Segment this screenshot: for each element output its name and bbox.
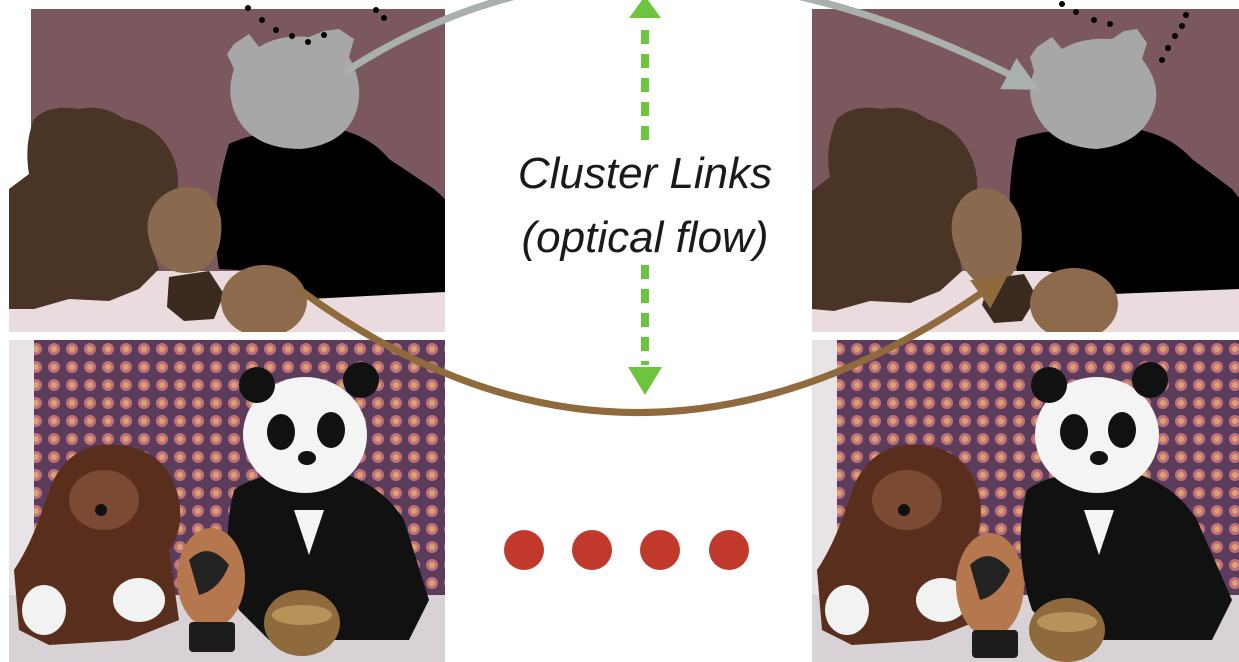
- egg-segment: [951, 188, 1022, 285]
- cluster-links-label: Cluster Links: [517, 149, 773, 198]
- panda-ear-left: [1031, 367, 1067, 403]
- egg-stand: [972, 630, 1018, 658]
- bear-segment: [9, 107, 178, 309]
- photo-right: [812, 340, 1239, 662]
- ball-segment: [221, 265, 307, 332]
- panda-body-segment: [1009, 127, 1239, 294]
- ellipsis-dot: [504, 530, 544, 570]
- photo-frame-left: [9, 340, 445, 662]
- segmentation-frame-left: [9, 9, 445, 332]
- egg-stand: [189, 622, 235, 652]
- optical-flow-label: (optical flow): [521, 213, 769, 262]
- photo-frame-right: [812, 340, 1239, 662]
- green-dashed-arrow-up: [629, 0, 661, 140]
- panda-chest: [294, 510, 324, 555]
- ellipsis-dot: [640, 530, 680, 570]
- bear-segment: [812, 107, 978, 311]
- panda-head-segment: [1030, 29, 1157, 149]
- panda-head-segment: [227, 29, 360, 149]
- ellipsis-dot: [709, 530, 749, 570]
- panda-body-segment: [215, 127, 445, 299]
- panda-ear-right: [1132, 362, 1168, 398]
- ellipsis-dots: [504, 530, 749, 570]
- panda-chest: [1084, 510, 1114, 555]
- egg-segment: [147, 186, 222, 273]
- segmentation-map-right: [812, 9, 1239, 332]
- panda-ear-right: [343, 362, 379, 398]
- segmentation-frame-right: [812, 9, 1239, 332]
- segmentation-map-left: [9, 9, 445, 332]
- photo-left: [9, 340, 445, 662]
- panda-body: [1020, 470, 1232, 640]
- ball-segment: [1030, 268, 1118, 332]
- green-dashed-arrow-down: [628, 265, 662, 395]
- stand-segment: [167, 271, 224, 321]
- panda-ear-left: [239, 367, 275, 403]
- panda-head: [1035, 377, 1159, 493]
- ellipsis-dot: [572, 530, 612, 570]
